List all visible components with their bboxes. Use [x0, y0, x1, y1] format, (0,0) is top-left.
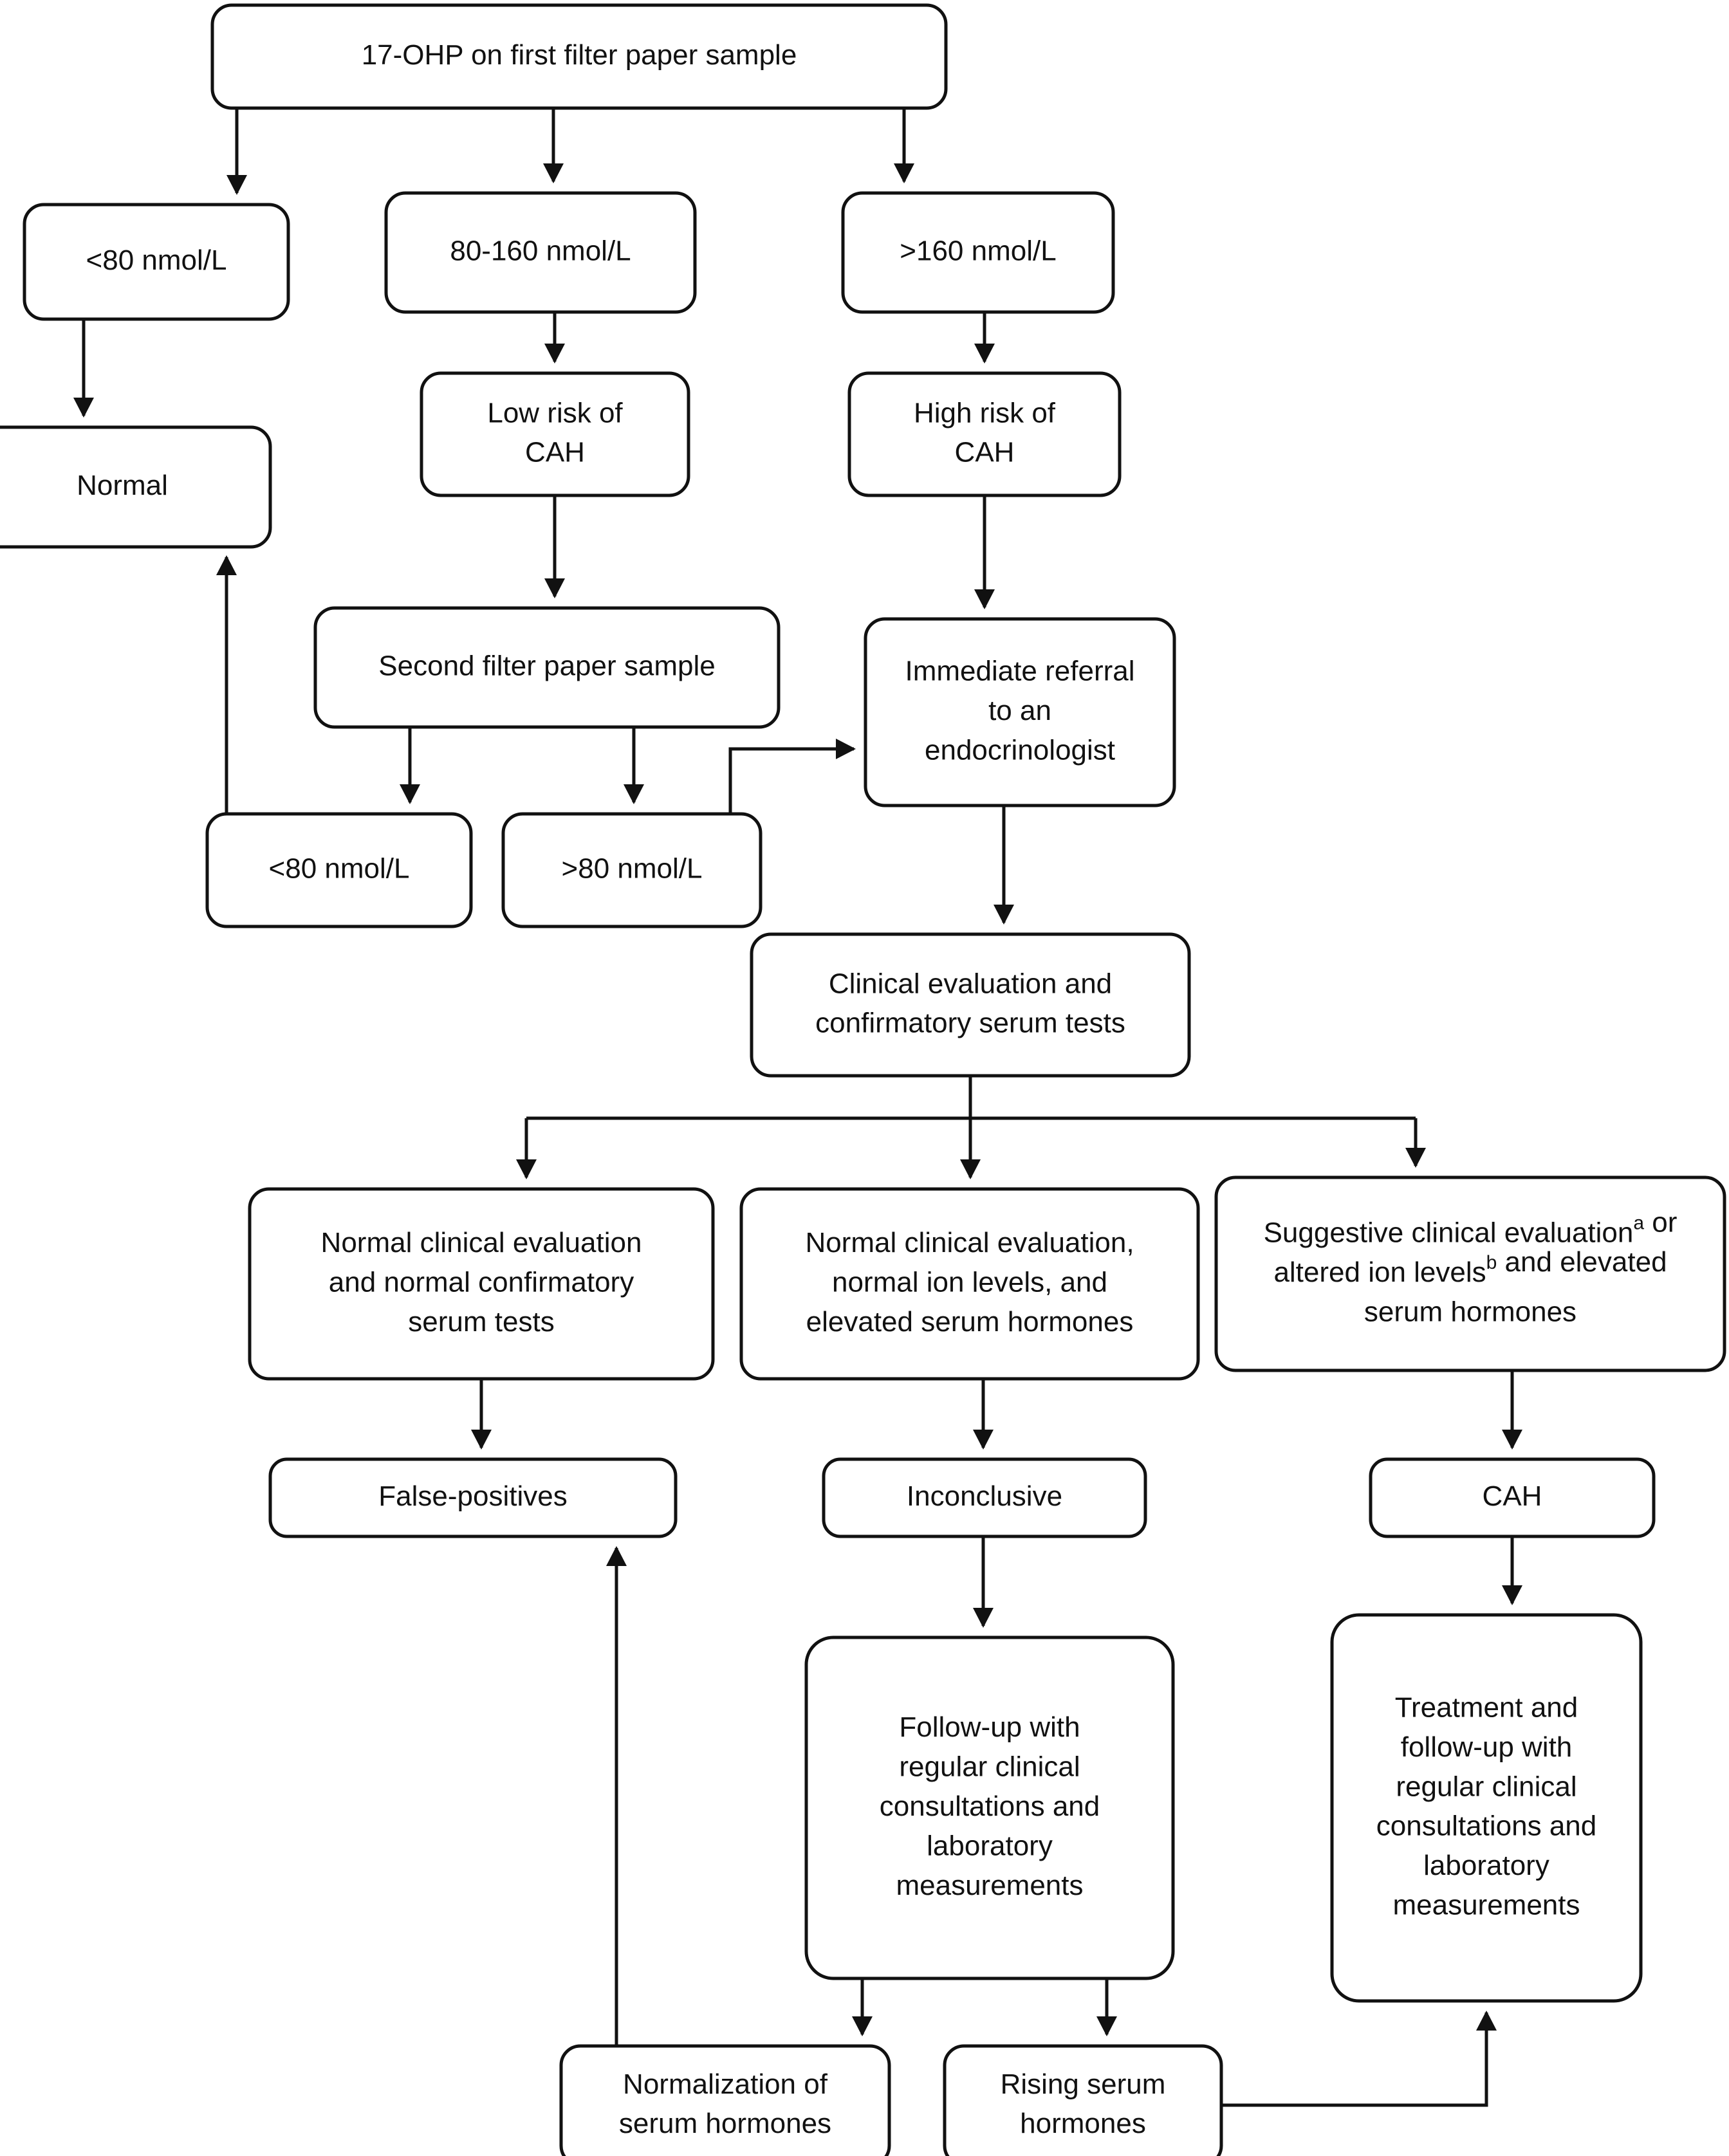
- cah-label: CAH: [1483, 1480, 1542, 1512]
- node-cah[interactable]: CAH: [1369, 1457, 1656, 1538]
- immediate-referral-box[interactable]: [864, 617, 1176, 807]
- node-lt80-second[interactable]: <80 nmol/L: [205, 812, 473, 928]
- edges-layer: [73, 108, 1523, 2107]
- node-false-positives[interactable]: False-positives: [268, 1457, 678, 1538]
- 80-160-box[interactable]: [384, 191, 697, 314]
- footnote-marker-a: a: [1633, 1212, 1644, 1233]
- high-risk-cah-box[interactable]: [847, 371, 1122, 497]
- 80-160-label: 80-160 nmol/L: [450, 235, 631, 266]
- second-filter-sample-box[interactable]: [313, 606, 781, 729]
- clinical-evaluation-box[interactable]: [750, 932, 1191, 1078]
- lt80-second-label: <80 nmol/L: [269, 852, 410, 884]
- low-risk-cah-box[interactable]: [420, 371, 690, 497]
- gt160-label: >160 nmol/L: [900, 235, 1056, 266]
- gt80-second-box[interactable]: [501, 812, 763, 928]
- false-positives-box[interactable]: [268, 1457, 678, 1538]
- treatment-follow-up-box[interactable]: [1330, 1613, 1643, 2003]
- normal-eval-elevated-hormones-label: Normal clinical evaluation,normal ion le…: [805, 1227, 1134, 1338]
- inconclusive-box[interactable]: [822, 1457, 1147, 1538]
- suggestive-eval-box[interactable]: [1214, 1175, 1726, 1372]
- nodes-layer: 17-OHP on first filter paper sample <80 n…: [0, 3, 1726, 2156]
- lt80-first-box[interactable]: [23, 203, 290, 321]
- normal-eval-elevated-hormones-box[interactable]: [739, 1187, 1200, 1381]
- node-gt80-second[interactable]: >80 nmol/L: [501, 812, 763, 928]
- gt160-box[interactable]: [841, 191, 1115, 314]
- false-positives-label: False-positives: [378, 1480, 567, 1512]
- footnote-marker-b: b: [1486, 1252, 1497, 1273]
- edge-rising-to-treatment: [1221, 2010, 1497, 2107]
- normal-label: Normal: [77, 470, 168, 501]
- gt80-second-label: >80 nmol/L: [562, 852, 703, 884]
- second-filter-sample-label: Second filter paper sample: [378, 650, 715, 681]
- cah-box[interactable]: [1369, 1457, 1656, 1538]
- ohp-first-sample-box[interactable]: [210, 3, 948, 110]
- node-normal[interactable]: Normal: [0, 425, 272, 549]
- follow-up-regular-box[interactable]: [804, 1635, 1175, 1980]
- edge-gt80-to-referral: [728, 738, 856, 814]
- node-gt160[interactable]: >160 nmol/L: [841, 191, 1115, 314]
- lt80-second-box[interactable]: [205, 812, 473, 928]
- ohp-first-sample-label: 17-OHP on first filter paper sample: [362, 39, 797, 71]
- rising-serum-hormones-box[interactable]: [943, 2044, 1223, 2156]
- inconclusive-label: Inconclusive: [907, 1480, 1062, 1512]
- node-second-filter-sample[interactable]: Second filter paper sample: [313, 606, 781, 729]
- node-80-160[interactable]: 80-160 nmol/L: [384, 191, 697, 314]
- normalization-serum-hormones-box[interactable]: [559, 2044, 891, 2156]
- node-normal-eval-elevated-hormones[interactable]: Normal clinical evaluation,normal ion le…: [739, 1187, 1200, 1381]
- normal-eval-normal-tests-box[interactable]: [248, 1187, 715, 1381]
- node-inconclusive[interactable]: Inconclusive: [822, 1457, 1147, 1538]
- lt80-first-label: <80 nmol/L: [86, 244, 227, 276]
- normal-box[interactable]: [0, 425, 272, 549]
- node-ohp-first-sample[interactable]: 17-OHP on first filter paper sample: [210, 3, 948, 110]
- node-lt80-first[interactable]: <80 nmol/L: [23, 203, 290, 321]
